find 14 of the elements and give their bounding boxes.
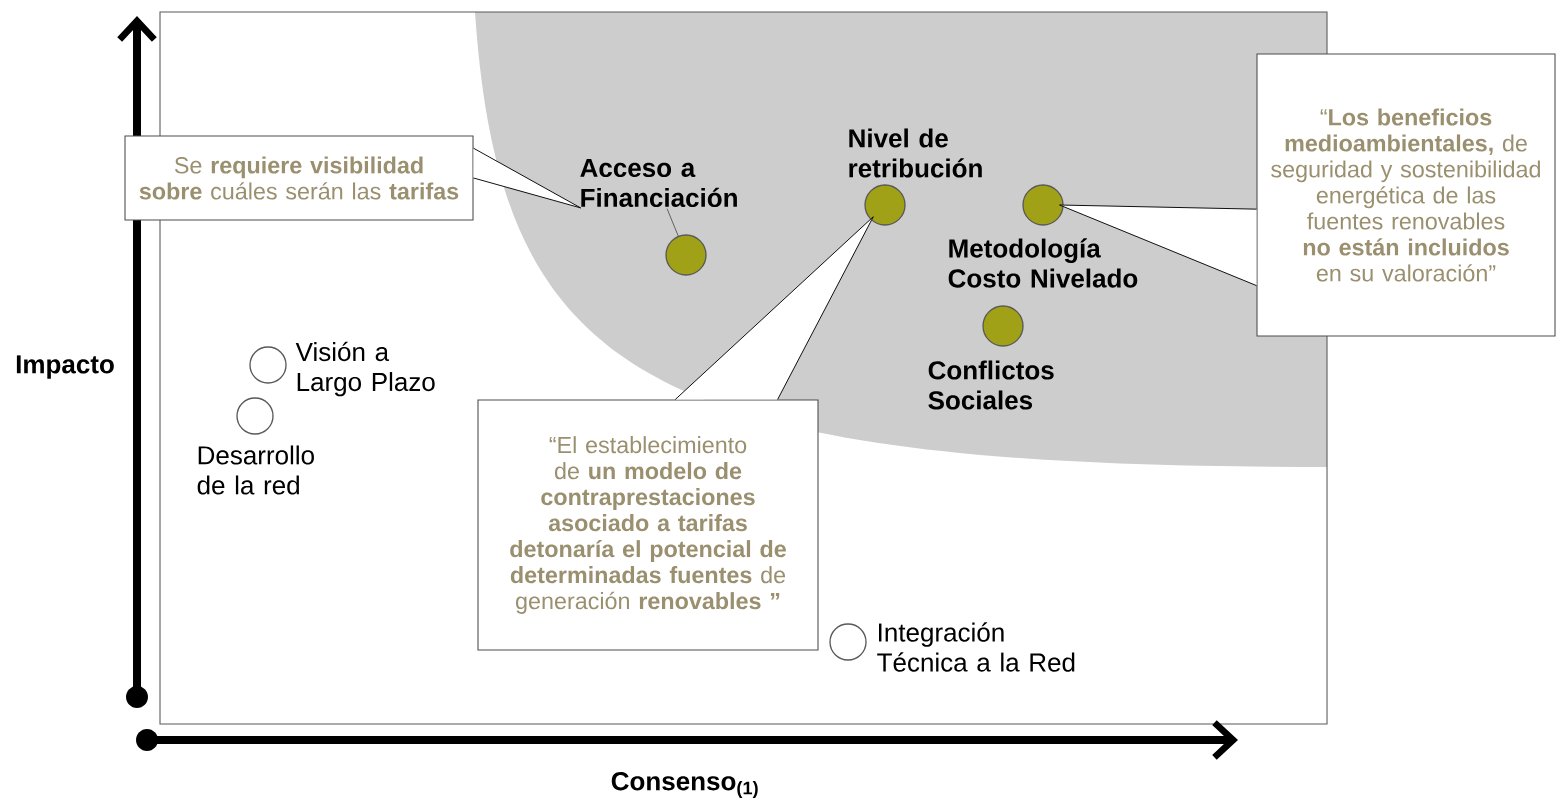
point-label: Desarrollo de la red	[197, 445, 314, 495]
point-label: Nivel de retribución	[849, 128, 982, 178]
callout-pointer	[1059, 204, 1257, 287]
data-point	[665, 234, 707, 276]
point-label: Conflictos Sociales	[928, 360, 1054, 410]
point-label: Metodología Costo Nivelado	[948, 238, 1138, 288]
leader-line	[666, 208, 679, 237]
axis-title: Consenso$_{(1)}$	[611, 771, 758, 799]
callout-pointer	[473, 147, 582, 209]
point-label: Visión a Largo Plazo	[295, 341, 435, 397]
axis-title: Impacto	[16, 355, 114, 379]
point-label: Acceso a Financiación	[580, 158, 737, 208]
point-label: Integración Técnica a la Red	[877, 622, 1075, 672]
callout-box: “Los beneficios medioambientales, de seguridad y sostenibilidad energética de las fuentes renovables no están incluidos en su valoración”	[1256, 53, 1556, 337]
